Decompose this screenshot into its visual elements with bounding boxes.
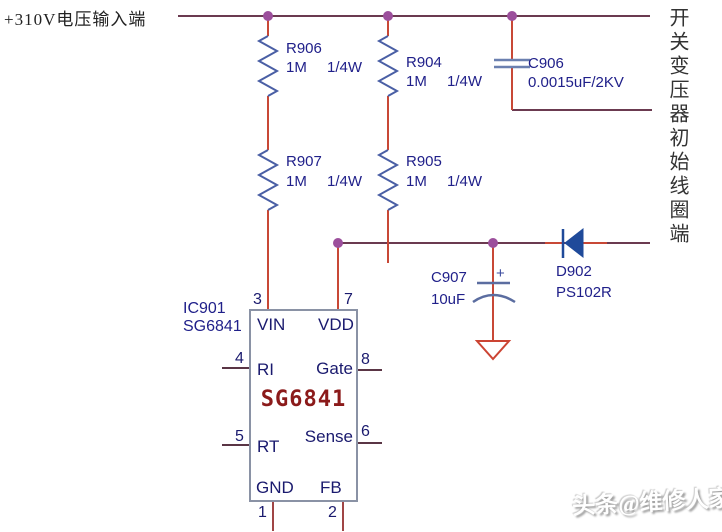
pin-label-gate: Gate (316, 359, 353, 378)
d902-ref: D902 (556, 263, 592, 280)
junction-dots (263, 11, 517, 248)
pin-num-2: 2 (328, 504, 337, 521)
resistors (256, 35, 400, 211)
r907-ref: R907 (286, 153, 322, 170)
r906-power: 1/4W (327, 59, 363, 76)
pin-label-vdd: VDD (318, 315, 354, 334)
ic901-ref: IC901 (183, 300, 226, 317)
r905-power: 1/4W (447, 173, 483, 190)
c907-plate-curved (472, 293, 516, 304)
ic901-part: SG6841 (183, 318, 242, 335)
resistor-r904-symbol (376, 35, 400, 97)
c907-ref: C907 (431, 269, 467, 286)
r906-value: 1M 1/4W (286, 59, 362, 76)
pin-label-fb: FB (320, 478, 342, 497)
pin-label-sense: Sense (304, 427, 353, 446)
ic-sg6841-body (249, 309, 358, 502)
pin-num-3: 3 (253, 291, 262, 308)
c907-value: 10uF (431, 291, 466, 308)
wire-rails (178, 15, 652, 244)
junction-dot (333, 238, 343, 248)
c906-ref: C906 (528, 55, 564, 72)
input-terminal-label: +310V电压输入端 (4, 10, 147, 29)
c906-value: 0.0015uF/2KV (528, 74, 624, 91)
pin-num-4: 4 (235, 350, 244, 367)
pin-num-1: 1 (258, 504, 267, 521)
transformer-terminal-label: 开关变压器初始线圈端 (666, 7, 688, 247)
ic-bottom-leads (272, 501, 344, 531)
diode-d902-symbol (561, 227, 584, 259)
ic-center-label: SG6841 (260, 387, 347, 412)
ic-side-pin-stubs (222, 367, 382, 446)
r907-power: 1/4W (327, 173, 363, 190)
r905-resistance: 1M (406, 173, 427, 190)
r906-ref: R906 (286, 40, 322, 57)
resistor-r906-symbol (256, 35, 280, 97)
resistor-r905-symbol (376, 149, 400, 211)
d902-part: PS102R (556, 284, 612, 301)
junction-dot (488, 238, 498, 248)
capacitor-c906-symbol (494, 58, 530, 69)
pin-num-8: 8 (361, 351, 370, 368)
pin-label-gnd: GND (256, 478, 294, 497)
junction-dot (383, 11, 393, 21)
r904-resistance: 1M (406, 73, 427, 90)
pin-num-5: 5 (235, 428, 244, 445)
capacitor-c907-symbol (472, 281, 516, 304)
junction-dot (507, 11, 517, 21)
junction-dot (263, 11, 273, 21)
r905-value: 1M 1/4W (406, 173, 482, 190)
r907-resistance: 1M (286, 173, 307, 190)
pin-num-6: 6 (361, 423, 370, 440)
pin-label-rt: RT (257, 437, 280, 456)
pin-num-7: 7 (344, 291, 353, 308)
resistor-r907-symbol (256, 149, 280, 211)
pin-label-vin: VIN (257, 315, 286, 334)
c907-polarity-sign: + (496, 265, 505, 282)
r907-value: 1M 1/4W (286, 173, 362, 190)
r906-resistance: 1M (286, 59, 307, 76)
pin-label-ri: RI (257, 360, 274, 379)
r905-ref: R905 (406, 153, 442, 170)
ground-symbol-icon (474, 340, 512, 361)
wire-leads (267, 16, 607, 341)
r904-value: 1M 1/4W (406, 73, 482, 90)
r904-ref: R904 (406, 54, 442, 71)
r904-power: 1/4W (447, 73, 483, 90)
d902-triangle (564, 227, 584, 259)
